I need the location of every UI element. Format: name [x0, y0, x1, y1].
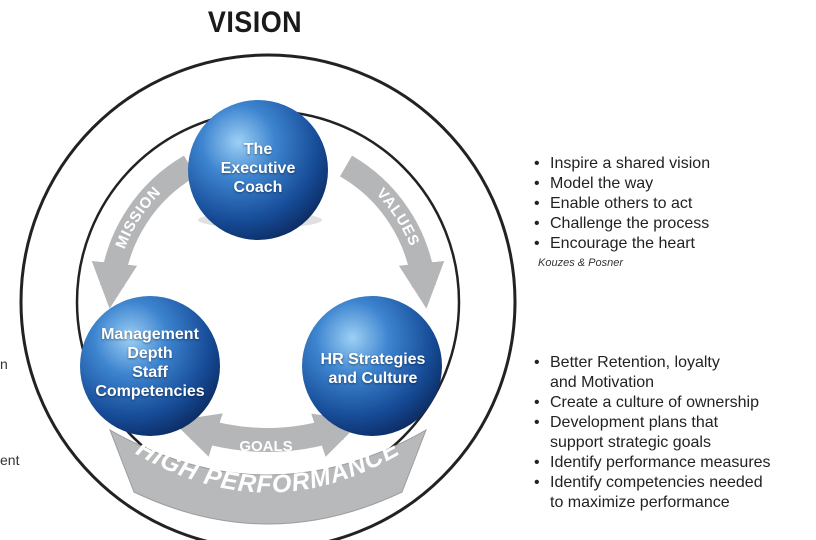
list-item-line: and Motivation [550, 374, 655, 391]
management-line: Depth [127, 345, 173, 362]
benefits-list: Better Retention, loyalty and Motivation… [532, 353, 771, 513]
list-item: Identify competencies needed to maximize… [532, 473, 771, 513]
citation: Kouzes & Posner [538, 257, 623, 269]
list-item: Inspire a shared vision [532, 154, 710, 174]
list-item: Encourage the heart [532, 234, 710, 254]
list-item-line: Identify performance measures [550, 454, 771, 471]
executive-coach-line: Executive [220, 160, 296, 177]
executive-coach-label: The Executive Coach [198, 140, 318, 197]
list-item: Create a culture of ownership [532, 393, 771, 413]
values-arrow [339, 155, 445, 309]
vision-title: VISION [207, 6, 303, 39]
goals-label: GOALS [239, 438, 292, 455]
list-item: Development plans that support strategic… [532, 413, 771, 453]
cropped-text-fragment: n [0, 356, 8, 372]
mission-arrow [91, 155, 197, 309]
list-item: Enable others to act [532, 194, 710, 214]
management-label: Management Depth Staff Competencies [84, 325, 216, 401]
list-item-line: Create a culture of ownership [550, 394, 759, 411]
hr-strategies-sphere [302, 296, 442, 436]
executive-coach-line: The [243, 141, 273, 158]
list-item-line: support strategic goals [550, 434, 711, 451]
management-line: Staff [132, 364, 168, 381]
list-item: Challenge the process [532, 214, 710, 234]
hr-line: and Culture [328, 370, 418, 387]
list-item-line: Better Retention, loyalty [550, 354, 720, 371]
high-performance-banner [109, 428, 427, 525]
mission-label: MISSION [112, 183, 164, 251]
management-sphere [80, 296, 220, 436]
list-item: Model the way [532, 174, 710, 194]
management-line: Competencies [95, 383, 205, 400]
management-line: Management [101, 326, 199, 343]
list-item: Identify performance measures [532, 453, 771, 473]
executive-coach-sphere [188, 100, 328, 240]
list-item-line: Identify competencies needed [550, 474, 763, 491]
goals-arrow [172, 413, 362, 457]
cropped-text-fragment: ent [0, 452, 20, 468]
list-item-line: Development plans that [550, 414, 719, 431]
outer-ring [19, 53, 517, 540]
hr-line: HR Strategies [320, 351, 426, 368]
list-item-line: to maximize performance [550, 494, 730, 511]
hr-strategies-label: HR Strategies and Culture [308, 350, 438, 388]
list-item: Better Retention, loyalty and Motivation [532, 353, 771, 393]
executive-coach-line: Coach [233, 179, 283, 196]
leadership-practices-list: Inspire a shared vision Model the way En… [532, 154, 710, 254]
